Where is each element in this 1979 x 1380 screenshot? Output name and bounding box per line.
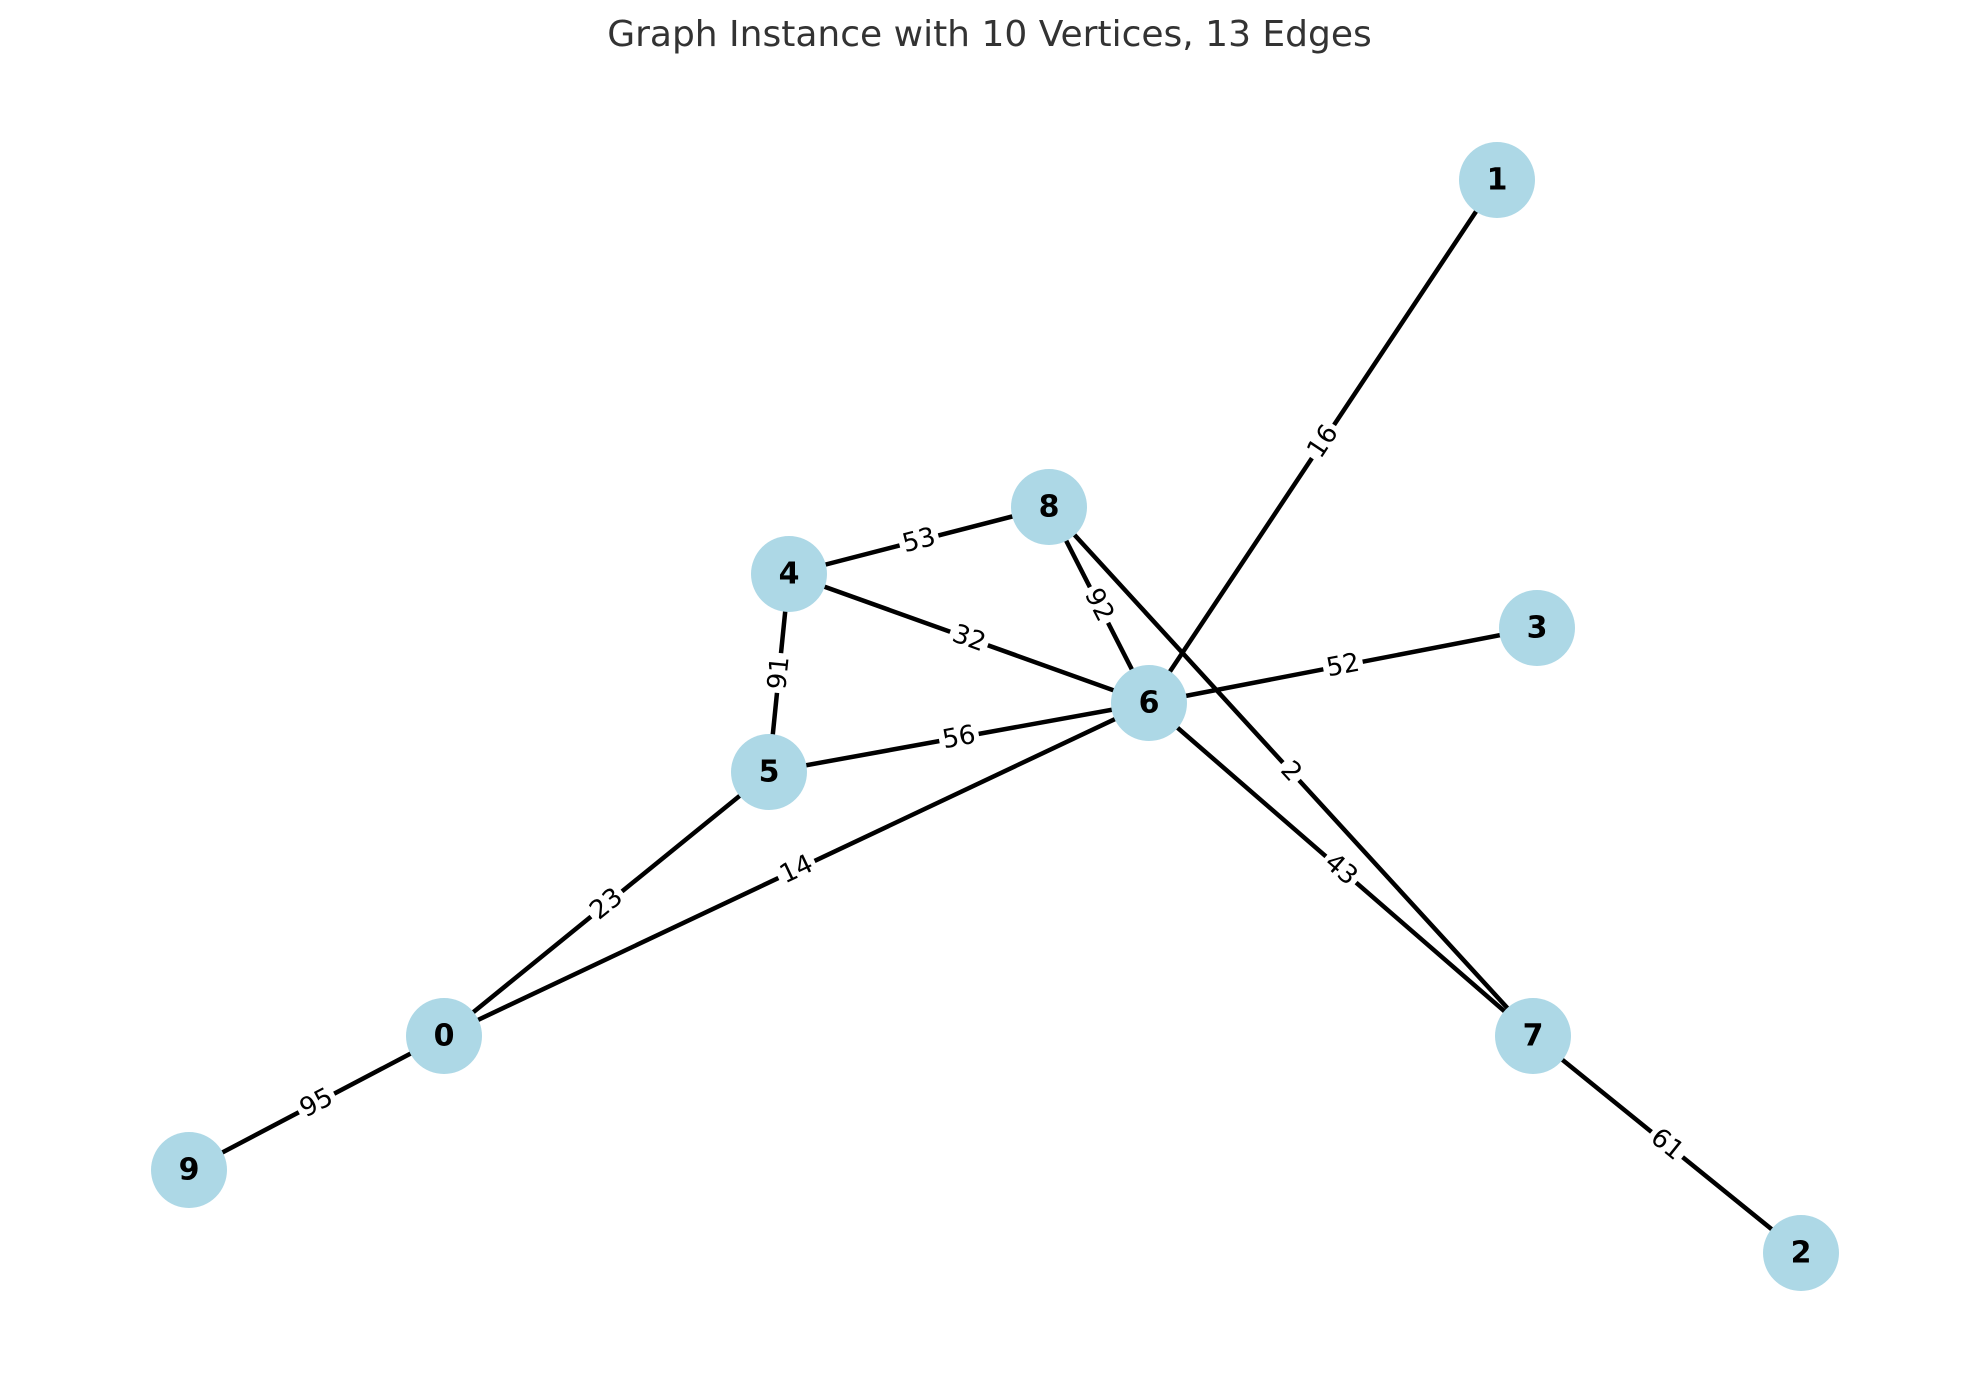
edge-weight-background <box>1077 580 1121 630</box>
node-label: 5 <box>759 755 780 790</box>
node-label: 4 <box>779 557 800 592</box>
node-label: 3 <box>1527 611 1548 646</box>
node-6: 6 <box>1111 665 1187 741</box>
edge-weight-group: 91 <box>762 651 796 695</box>
edge-weight-background <box>896 521 942 560</box>
edge-weight-group: 52 <box>1320 647 1366 684</box>
edge-weight-background <box>763 651 795 695</box>
edge-weight-background <box>1272 753 1310 790</box>
node-circle <box>1011 469 1087 545</box>
node-0: 0 <box>406 998 482 1074</box>
node-9: 9 <box>151 1132 227 1208</box>
edge-weight-label: 92 <box>1078 583 1120 626</box>
node-circle <box>1495 998 1571 1074</box>
edge-weight-label: 56 <box>940 720 978 755</box>
edge-weight-background <box>582 880 631 928</box>
edge-weight-background <box>1642 1121 1692 1168</box>
edge-weight-group: 14 <box>772 848 821 891</box>
node-label: 1 <box>1487 163 1508 198</box>
edge-weight-group: 32 <box>945 618 993 659</box>
node-circle <box>731 734 807 810</box>
edge-weight-background <box>1320 647 1366 684</box>
edge-weight-background <box>936 720 982 755</box>
node-circle <box>1111 665 1187 741</box>
node-label: 7 <box>1523 1019 1544 1054</box>
node-circle <box>151 1132 227 1208</box>
node-circle <box>406 998 482 1074</box>
node-label: 8 <box>1039 490 1060 525</box>
node-label: 6 <box>1139 686 1160 721</box>
node-circle <box>1763 1215 1839 1291</box>
edge-weight-group: 16 <box>1300 417 1346 466</box>
edge-weight-group: 95 <box>292 1081 341 1125</box>
node-2: 2 <box>1763 1215 1839 1291</box>
node-circle <box>1459 142 1535 218</box>
edge-weight-background <box>772 848 821 891</box>
edge-weight-background <box>292 1081 341 1125</box>
edge-weight-group: 56 <box>936 720 982 755</box>
edge-weight-label: 95 <box>295 1082 338 1124</box>
edge-weight-label: 16 <box>1301 419 1344 463</box>
node-8: 8 <box>1011 469 1087 545</box>
edge-weight-group: 92 <box>1077 580 1121 630</box>
edge-weight-background <box>1300 417 1346 466</box>
edge-weight-label: 52 <box>1324 648 1362 684</box>
node-4: 4 <box>751 536 827 612</box>
node-circle <box>1499 590 1575 666</box>
edge-weight-group: 53 <box>896 521 942 560</box>
node-5: 5 <box>731 734 807 810</box>
node-1: 1 <box>1459 142 1535 218</box>
edges-layer <box>187 178 1803 1255</box>
node-3: 3 <box>1499 590 1575 666</box>
graph-title: Graph Instance with 10 Vertices, 13 Edge… <box>607 14 1372 55</box>
edge-weight-background <box>1316 845 1366 894</box>
node-label: 2 <box>1791 1236 1812 1271</box>
node-circle <box>751 536 827 612</box>
edge-weight-background <box>945 618 993 659</box>
node-label: 9 <box>179 1153 200 1188</box>
node-7: 7 <box>1495 998 1571 1074</box>
edge-weight-label: 91 <box>762 655 795 691</box>
node-label: 0 <box>434 1019 455 1054</box>
